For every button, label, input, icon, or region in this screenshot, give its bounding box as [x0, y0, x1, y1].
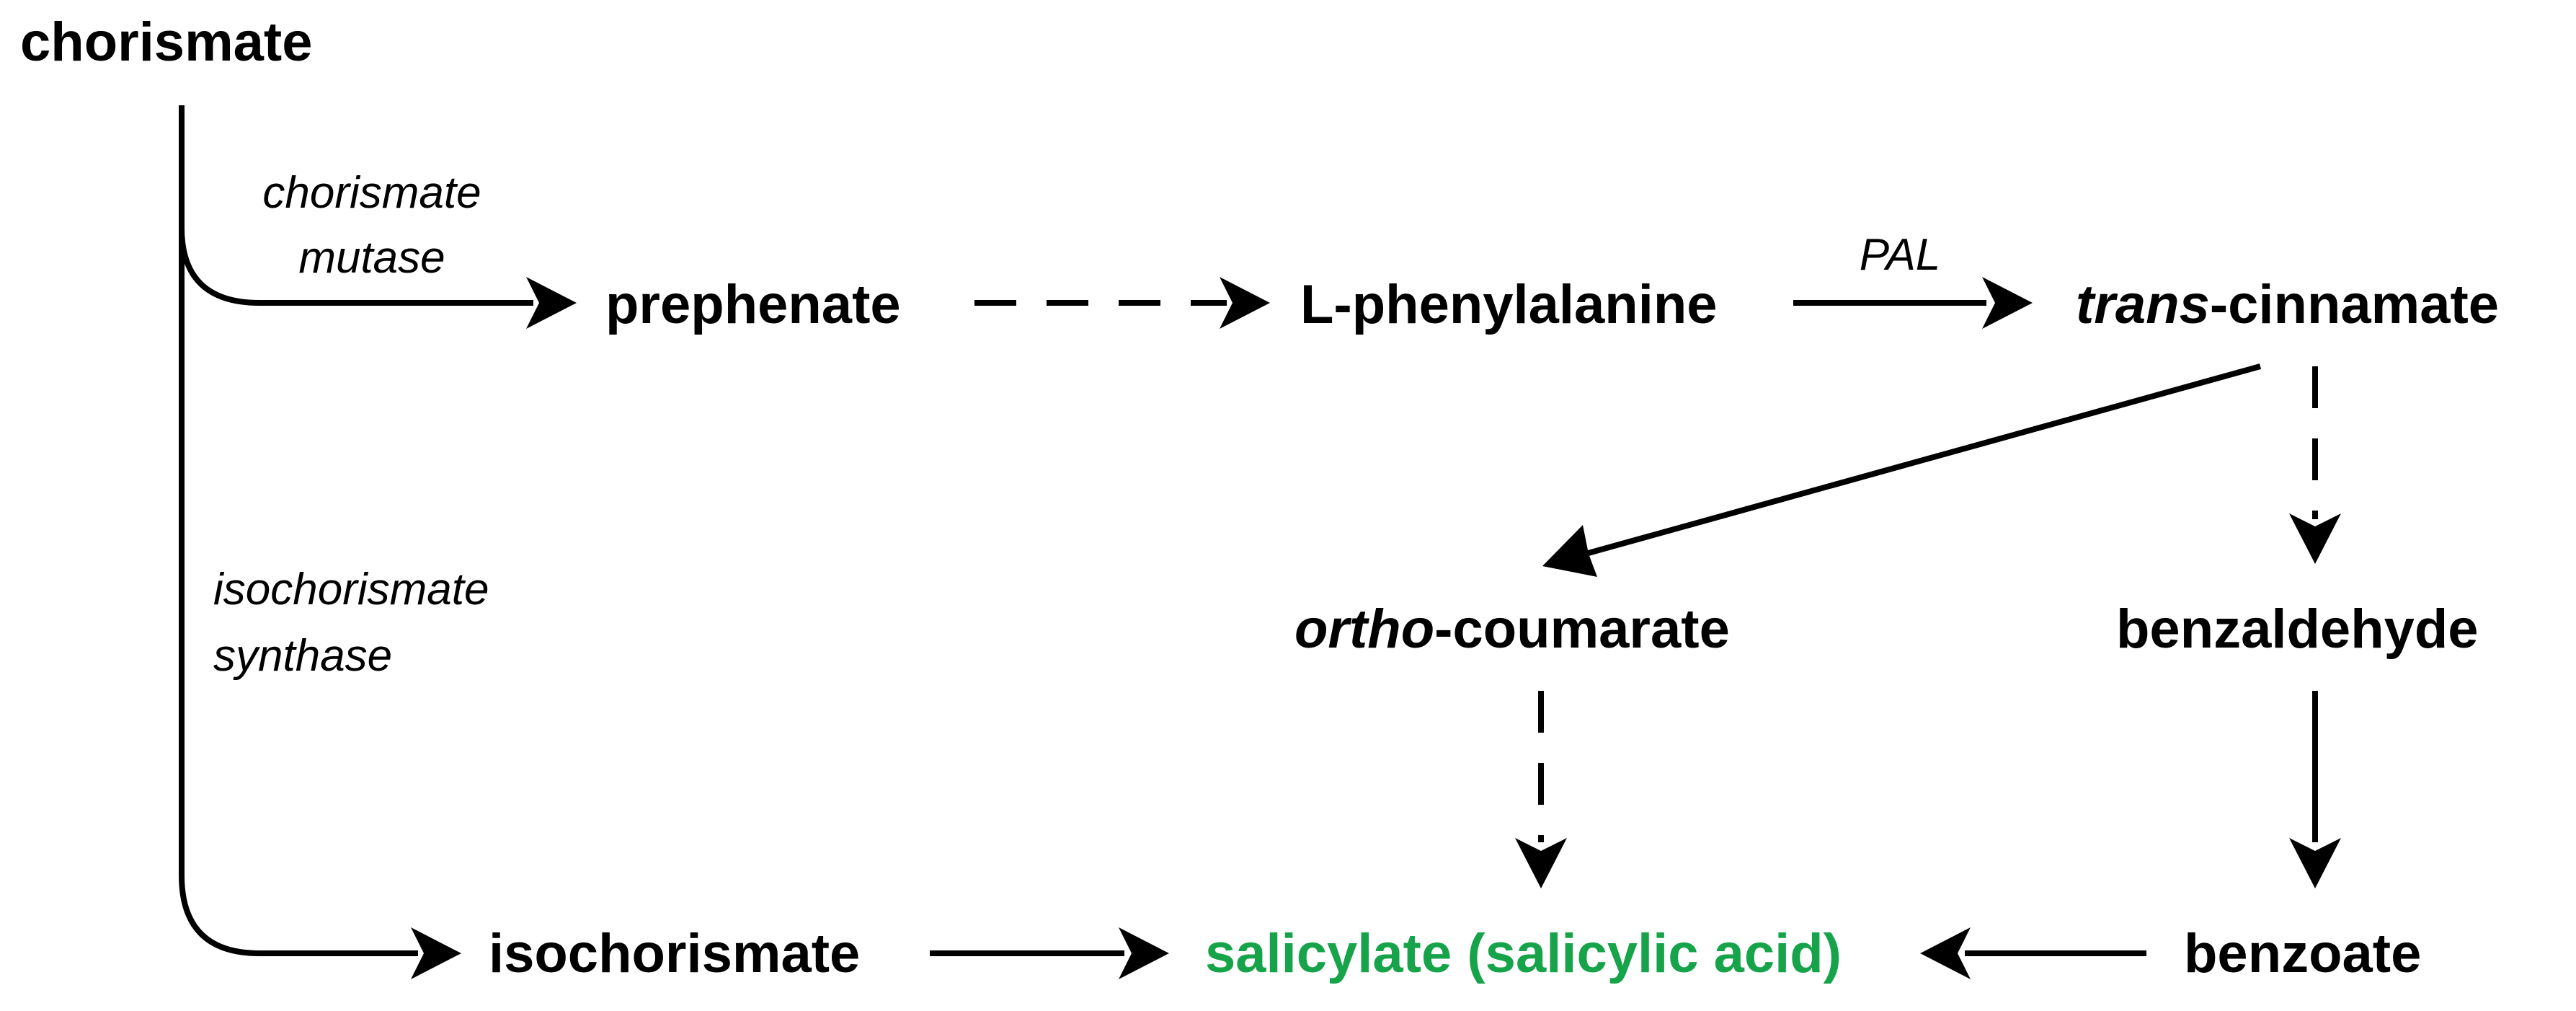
node-benzoate: benzoate — [2184, 923, 2421, 984]
arrowhead-prephenate-to-phenylalanine — [1220, 277, 1270, 329]
enzyme-pal: PAL — [1860, 230, 1941, 280]
arrowhead-chorismate-to-isochorismate — [411, 927, 461, 979]
node-chorismate: chorismate — [20, 12, 313, 73]
arrowhead-cinnamate-to-benzaldehyde — [2289, 513, 2341, 564]
enzyme-chorismate-mutase-line2: mutase — [298, 233, 445, 283]
enzyme-chorismate-mutase-line1: chorismate — [262, 168, 481, 218]
node-ortho-coumarate-prefix: ortho — [1294, 599, 1434, 660]
node-prephenate: prephenate — [605, 274, 901, 335]
arrowhead-benzaldehyde-to-benzoate — [2289, 838, 2341, 888]
arrowhead-phenylalanine-to-cinnamate — [1982, 277, 2033, 329]
node-isochorismate: isochorismate — [489, 923, 860, 984]
enzyme-isochorismate-synthase-line1: isochorismate — [213, 565, 489, 614]
arrowhead-isochorismate-to-salicylate — [1119, 927, 1169, 979]
arrowhead-benzoate-to-salicylate — [1920, 927, 1971, 979]
arrowhead-coumarate-to-salicylate — [1515, 838, 1567, 888]
edge-chorismate-trunk — [179, 105, 418, 956]
node-l-phenylalanine: L-phenylalanine — [1300, 274, 1718, 335]
node-ortho-coumarate-suffix: -coumarate — [1434, 599, 1730, 660]
edge-cinnamate-to-coumarate — [1584, 363, 2262, 557]
enzyme-isochorismate-synthase-line2: synthase — [213, 631, 392, 681]
node-trans-cinnamate: trans-cinnamate — [2076, 274, 2499, 335]
arrowhead-chorismate-to-prephenate — [526, 277, 577, 329]
node-benzaldehyde: benzaldehyde — [2116, 599, 2479, 660]
node-salicylate: salicylate (salicylic acid) — [1205, 923, 1842, 984]
node-ortho-coumarate: ortho-coumarate — [1294, 599, 1730, 660]
node-trans-cinnamate-prefix: trans — [2076, 274, 2210, 335]
node-trans-cinnamate-suffix: -cinnamate — [2210, 274, 2499, 335]
edge-chorismate-to-prephenate — [179, 227, 533, 306]
arrowhead-cinnamate-to-coumarate — [1542, 525, 1597, 577]
